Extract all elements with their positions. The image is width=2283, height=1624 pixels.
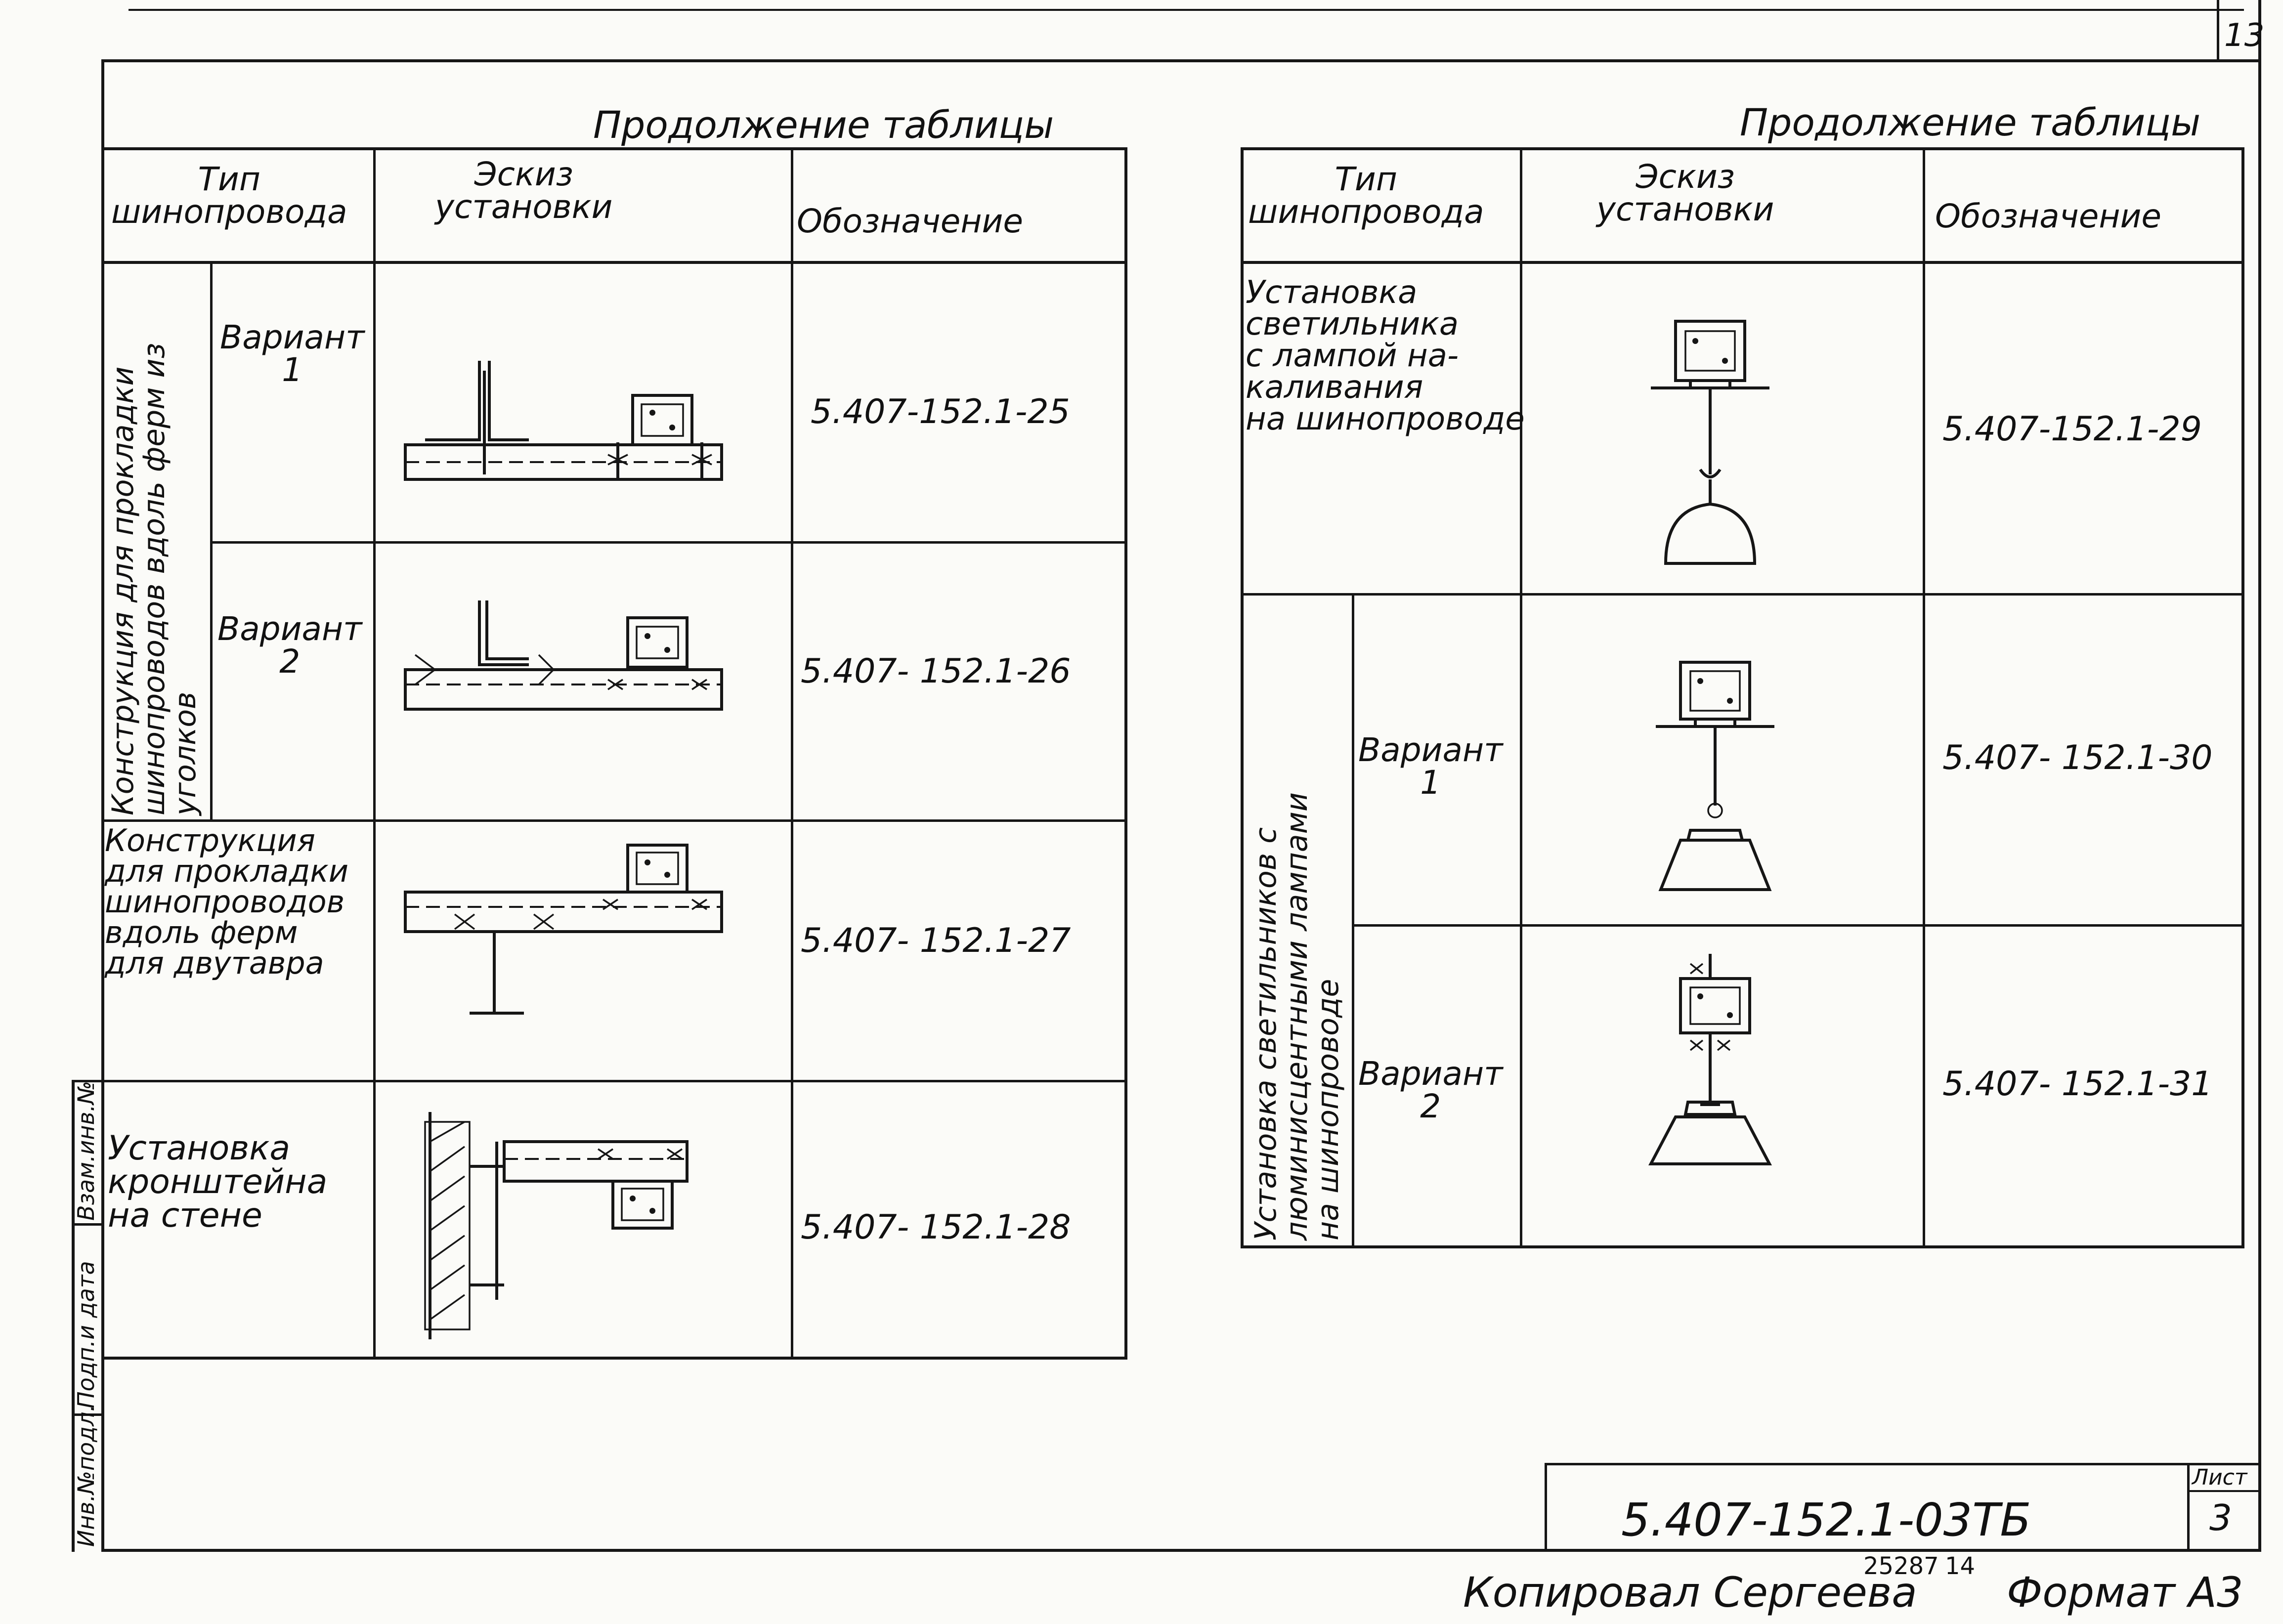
rt-h2 <box>1241 593 2244 596</box>
sheet-number: 3 <box>2209 1497 2232 1539</box>
lt-row4-code: 5.407- 152.1-28 <box>801 1208 1071 1247</box>
rt-h0 <box>1241 147 2244 150</box>
lt-v-sub <box>210 261 213 822</box>
right-table-caption: Продолжение таблицы <box>1740 100 2201 144</box>
lt-row2-code: 5.407- 152.1-26 <box>801 652 1071 691</box>
tb-top <box>1545 1463 2261 1465</box>
lt-h0 <box>101 147 1127 150</box>
rt-row3-variant: Вариант 2 <box>1358 1055 1503 1125</box>
stamp-sep2 <box>72 1413 104 1416</box>
lt-v3 <box>1124 147 1127 1360</box>
stamp-top <box>72 1080 104 1082</box>
rt-row1-type: Установка светильника с лампой на- калив… <box>1246 274 1525 437</box>
rt-row3-sketch <box>1648 954 1772 1165</box>
lt-h2 <box>210 541 1127 544</box>
tb-sheet-left <box>2187 1463 2190 1552</box>
lt-v1 <box>373 147 376 1360</box>
rt-header-sketch: Эскиз установки <box>1596 158 1774 228</box>
rt-row2-code: 5.407- 152.1-30 <box>1942 738 2213 777</box>
frame-left <box>101 59 104 1552</box>
page-number: 13 <box>2224 17 2265 54</box>
rt-v0 <box>1241 147 1244 1248</box>
rt-h1 <box>1241 261 2244 264</box>
lt-row1-code: 5.407-152.1-25 <box>811 392 1070 431</box>
rt-row3-code: 5.407- 152.1-31 <box>1942 1065 2213 1104</box>
lt-row3-code: 5.407- 152.1-27 <box>801 921 1071 960</box>
lt-row1-variant: Вариант 1 <box>220 318 365 389</box>
lt-row2-variant: Вариант 2 <box>217 610 362 681</box>
rt-row2-sketch <box>1656 661 1774 891</box>
frame-right <box>2258 0 2261 1552</box>
lt-h1 <box>101 261 1127 264</box>
copied-by: Копировал Сергеева <box>1463 1568 1917 1617</box>
rt-header-designation: Обозначение <box>1935 197 2161 235</box>
rt-group-label: Установка светильников с люминисцентными… <box>1249 792 1345 1240</box>
top-scan-line <box>129 9 2244 11</box>
frame-bottom <box>101 1549 2261 1552</box>
lt-h5 <box>101 1357 1127 1360</box>
tb-sheet-sep <box>2187 1490 2261 1492</box>
stamp-signature-date: Подп.и дата <box>73 1261 99 1409</box>
rt-v3 <box>2241 147 2244 1248</box>
rt-h3 <box>1352 924 2244 927</box>
rt-header-type: Тип шинопровода <box>1248 160 1484 231</box>
rt-v1 <box>1520 147 1522 1248</box>
lt-v2 <box>791 147 793 1360</box>
rt-row2-variant: Вариант 1 <box>1358 731 1503 802</box>
lt-row3-type: Конструкция для прокладки шинопроводов в… <box>105 822 349 981</box>
order-suffix: 14 <box>1945 1552 1976 1580</box>
rt-row1-code: 5.407-152.1-29 <box>1942 410 2202 449</box>
sheet-format: Формат А3 <box>2007 1568 2243 1617</box>
lt-row3-sketch <box>404 844 723 1015</box>
left-table-caption: Продолжение таблицы <box>593 103 1054 147</box>
tb-left <box>1545 1463 1547 1552</box>
lt-header-type: Тип шинопровода <box>111 160 347 231</box>
stamp-outer-left <box>72 1080 75 1552</box>
stamp-original-inv: Инв.№подл. <box>73 1404 99 1547</box>
page-number-box-left <box>2217 0 2219 59</box>
rt-row1-sketch <box>1651 320 1769 565</box>
lt-h4 <box>101 1080 1127 1082</box>
order-number: 25287 <box>1863 1552 1939 1580</box>
lt-row1-sketch <box>404 361 723 481</box>
lt-row4-type: Установка кронштейна на стене <box>108 1129 328 1235</box>
lt-group-label: Конструкция для прокладки шинопроводов в… <box>106 342 203 815</box>
lt-header-sketch: Эскиз установки <box>435 155 613 226</box>
stamp-sep1 <box>72 1223 104 1226</box>
rt-v2 <box>1923 147 1925 1248</box>
sheet-label: Лист <box>2192 1465 2247 1490</box>
lt-header-designation: Обозначение <box>797 202 1023 240</box>
stamp-replacement-inv: Взам.инв.№ <box>73 1080 99 1221</box>
lt-row4-sketch <box>424 1112 689 1339</box>
lt-h3 <box>101 819 1127 822</box>
lt-row2-sketch <box>404 600 723 711</box>
frame-top <box>101 59 2261 62</box>
rt-h4 <box>1241 1245 2244 1248</box>
rt-v-sub <box>1352 593 1354 1248</box>
document-code: 5.407-152.1-03ТБ <box>1621 1494 2031 1546</box>
